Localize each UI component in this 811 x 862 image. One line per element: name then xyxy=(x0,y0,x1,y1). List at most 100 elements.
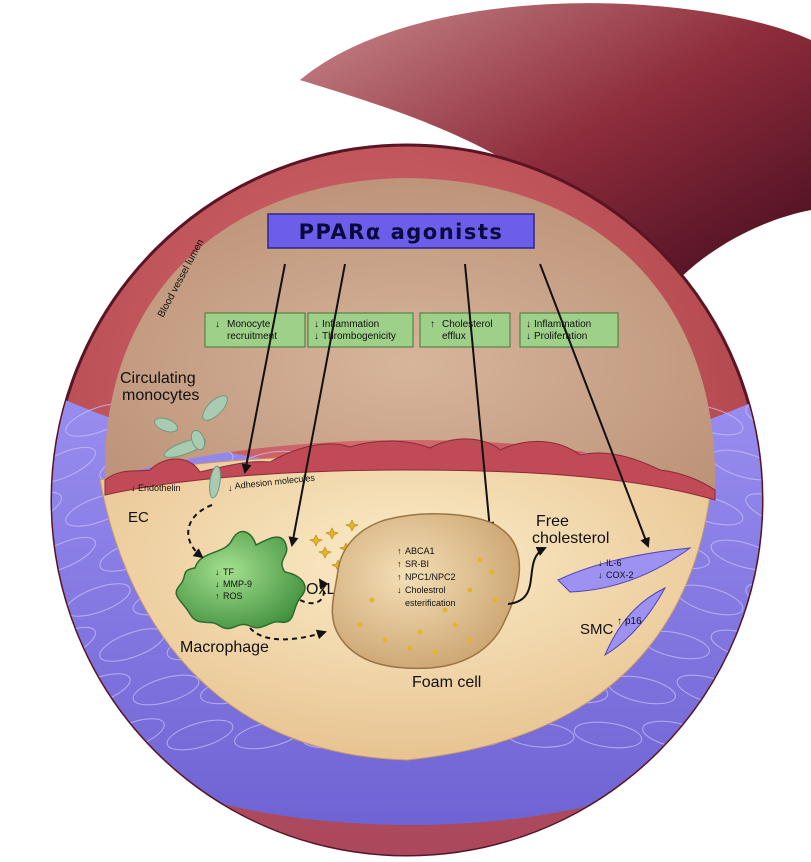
macrophage-marker-arrow: ↓ xyxy=(215,567,220,577)
effect-box: ↓Inflammation↓Thrombogenicity xyxy=(307,312,414,348)
vessel-tube xyxy=(300,3,811,300)
effect-text: Cholesterol xyxy=(442,319,493,330)
title-box xyxy=(267,213,535,249)
muscle-cell xyxy=(776,712,811,758)
effect-arrow: ↓ xyxy=(314,331,319,342)
arrow-proliferation xyxy=(539,263,650,548)
lipid-droplet xyxy=(452,622,458,628)
macrophage-label: Macrophage xyxy=(180,639,269,656)
foam-marker-text: ABCA1 xyxy=(405,546,435,556)
smc-marker-text: COX-2 xyxy=(606,570,634,580)
arrow-cholesterol xyxy=(464,263,495,532)
effect-box-bg xyxy=(307,312,414,348)
macrophage-markers: ↓TF↓MMP-9↑ROS xyxy=(215,567,252,601)
lipid-droplet xyxy=(489,569,495,575)
muscle-cell xyxy=(776,532,811,578)
foam-marker-text: NPC1/NPC2 xyxy=(405,572,456,582)
muscle-cell xyxy=(776,442,811,488)
lipid-droplet xyxy=(467,637,473,643)
foam-marker-arrow: ↑ xyxy=(397,559,402,569)
foam-cell-label: Foam cell xyxy=(412,674,481,691)
title-text: PPARα agonists xyxy=(299,220,504,244)
muscle-cell xyxy=(745,403,762,437)
muscle-cell xyxy=(52,491,62,529)
lipid-droplet xyxy=(369,597,375,603)
oxldl-particle xyxy=(318,546,332,559)
muscle-cell xyxy=(52,581,62,619)
effect-text: Inflammation xyxy=(322,319,379,330)
effect-text: efflux xyxy=(442,331,466,342)
lipid-droplet xyxy=(357,622,363,628)
muscle-cell xyxy=(132,674,200,706)
macrophage-marker-text: ROS xyxy=(223,591,243,601)
circulating-label-2: monocytes xyxy=(122,387,199,404)
effect-arrow: ↓ xyxy=(526,319,531,330)
smc-marker-text: IL-6 xyxy=(606,558,622,568)
lipid-droplet xyxy=(417,629,423,635)
effect-text: Thrombogenicity xyxy=(322,331,396,342)
muscle-cell xyxy=(776,622,811,668)
oxldl-particle xyxy=(345,519,359,532)
lipid-droplet xyxy=(432,649,438,655)
effect-box-bg xyxy=(204,312,306,348)
effect-boxes: ↓Monocyterecruitment↓Inflammation↓Thromb… xyxy=(204,312,619,348)
foam-marker-text: Cholestrol xyxy=(405,585,446,595)
oxldl-uptake-arrow xyxy=(299,578,329,605)
foam-cell xyxy=(331,513,521,670)
muscle-cell xyxy=(745,673,762,707)
macrophage-marker-text: TF xyxy=(223,567,234,577)
lipid-droplet xyxy=(492,597,498,603)
smc-markers: ↓IL-6↓COX-2 xyxy=(598,558,634,580)
arrow-monocyte xyxy=(241,263,286,474)
foam-marker-text: esterification xyxy=(405,598,456,608)
muscle-cell xyxy=(745,493,762,527)
foam-marker-arrow: ↑ xyxy=(397,572,402,582)
lipid-droplet xyxy=(442,607,448,613)
adhesion-arrow: ↓ xyxy=(228,483,233,493)
smc-marker-arrow: ↓ xyxy=(598,570,603,580)
effect-arrow: ↓ xyxy=(215,319,220,330)
muscle-cell xyxy=(710,719,762,751)
foam-marker-arrow: ↓ xyxy=(397,585,402,595)
macrophage-cell xyxy=(175,530,306,630)
foam-lipid-droplets xyxy=(357,557,498,655)
muscle-cell xyxy=(745,583,762,617)
arrow-inflammation xyxy=(288,263,346,547)
muscle-cell xyxy=(710,539,762,571)
circulating-label-1: Circulating xyxy=(120,370,196,387)
muscle-cell xyxy=(52,716,96,754)
muscle-cell xyxy=(52,446,96,484)
effect-text: Monocyte xyxy=(227,319,271,330)
ec-label: EC xyxy=(128,509,149,526)
p16-label: p16 xyxy=(625,616,642,627)
macrophage-marker-arrow: ↓ xyxy=(215,579,220,589)
muscle-cell xyxy=(573,721,643,749)
lipid-droplet xyxy=(467,587,473,593)
smc-cell xyxy=(557,547,692,593)
effect-arrow: ↓ xyxy=(526,331,531,342)
muscle-cell xyxy=(52,671,62,709)
lipid-droplet xyxy=(477,557,483,563)
foam-marker-text: SR-BI xyxy=(405,559,429,569)
smc-marker-arrow: ↓ xyxy=(598,558,603,568)
effect-text: recruitment xyxy=(227,331,277,342)
smc-cell-2 xyxy=(603,586,667,657)
free-cholesterol-label-1: Free xyxy=(536,513,569,530)
effect-box-bg xyxy=(419,312,511,348)
muscle-cell xyxy=(52,536,96,574)
macrophage-marker-text: MMP-9 xyxy=(223,579,252,589)
dashed-arrows xyxy=(187,504,329,641)
oxldl-particle xyxy=(309,534,323,547)
foam-marker-arrow: ↑ xyxy=(397,546,402,556)
lipid-droplet xyxy=(407,645,413,651)
effect-arrow: ↓ xyxy=(314,319,319,330)
foam-markers: ↑ABCA1↑SR-BI↑NPC1/NPC2↓Cholestrolesterif… xyxy=(397,546,456,608)
endothelin-label: Endothelin xyxy=(138,483,181,493)
smc-label: SMC xyxy=(580,621,614,638)
endothelin-arrow: ↓ xyxy=(131,483,136,493)
muscle-cell xyxy=(166,719,234,751)
